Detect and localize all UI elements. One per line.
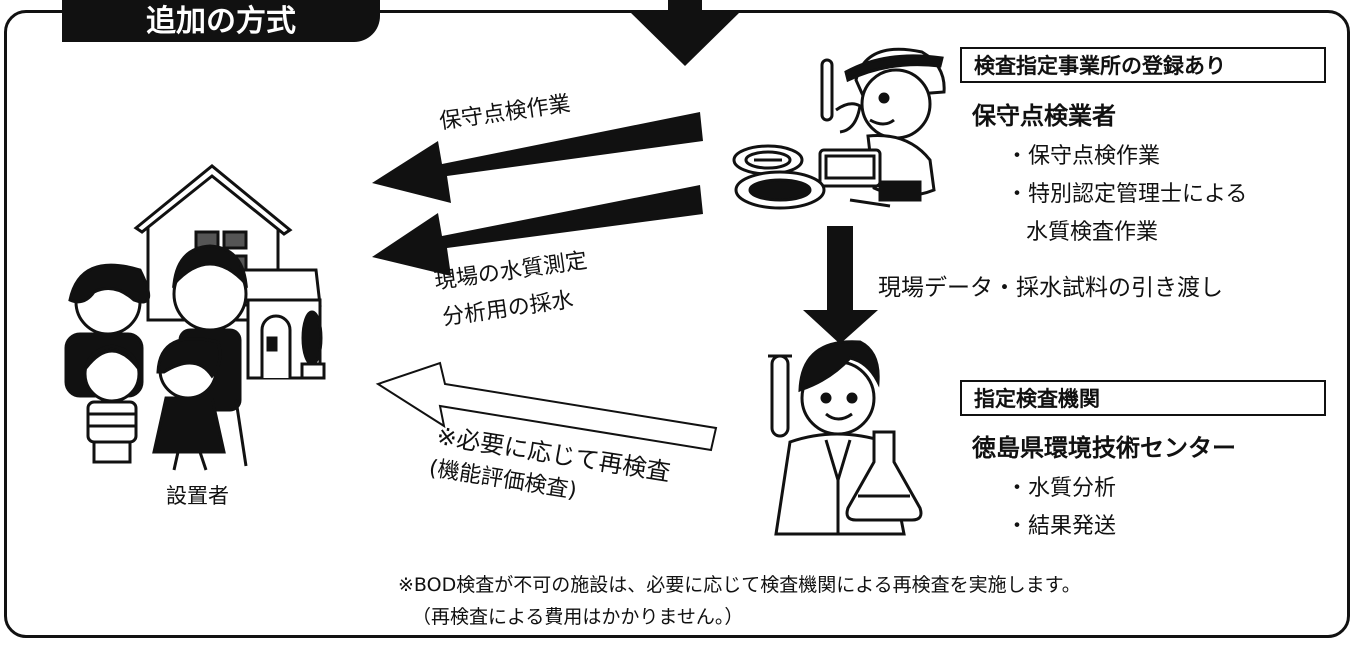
test-tube-icon [768, 354, 792, 438]
family-icon [64, 244, 249, 471]
worker-icon [818, 47, 946, 202]
arrow-reinspect [375, 361, 718, 452]
owner-label: 設置者 [166, 484, 229, 508]
manhole-icon [732, 144, 891, 210]
maintenance-item-1: ・保守点検作業 [1006, 144, 1161, 169]
agency-name: 徳島県環境技術センター [972, 434, 1236, 462]
footnote-line-1: ※BOD検査が不可の施設は、必要に応じて検査機関による再検査を実施します。 [398, 574, 1081, 596]
incoming-arrow [630, 0, 740, 66]
footnote-line-2: （再検査による費用はかかりません。） [412, 606, 744, 628]
arrow-maintenance-work [372, 112, 703, 203]
maintenance-item-2: ・特別認定管理士による [1006, 182, 1248, 207]
agency-box-label: 指定検査機関 [960, 380, 1326, 416]
maintenance-box-label: 検査指定事業所の登録あり [960, 47, 1326, 83]
section-title: 追加の方式 [62, 0, 380, 42]
maintenance-company-name: 保守点検業者 [972, 102, 1116, 130]
arrow-handover [803, 226, 878, 344]
flask-icon [845, 430, 923, 522]
agency-item-1: ・水質分析 [1006, 476, 1117, 501]
agency-item-2: ・結果発送 [1006, 514, 1117, 539]
arrow-onsite-measure [372, 185, 703, 276]
maintenance-item-3: 水質検査作業 [1026, 220, 1159, 245]
label-handover: 現場データ・採水試料の引き渡し [878, 275, 1223, 301]
